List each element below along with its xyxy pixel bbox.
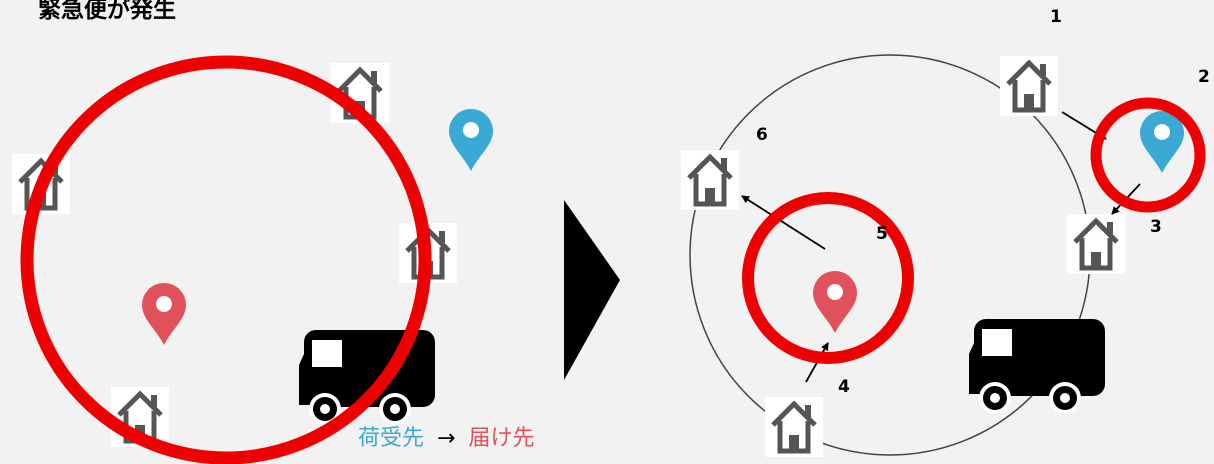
delivery-highlight-circle (742, 192, 914, 364)
step-number: 2 (1198, 67, 1210, 87)
page-title: 緊急便が発生 (38, 0, 176, 23)
legend-arrow: → (437, 426, 456, 451)
delivery-pin-icon (813, 271, 857, 333)
house-icon (1000, 56, 1058, 116)
step-number: 1 (1050, 7, 1062, 27)
pickup-highlight-circle (1090, 97, 1206, 213)
pickup-pin-icon (449, 109, 493, 171)
right-panel (681, 55, 1206, 457)
step-number: 6 (756, 125, 768, 145)
house-icon (681, 150, 739, 210)
left-panel (12, 55, 493, 464)
step-number: 4 (838, 377, 850, 397)
delivery-pin-icon (142, 283, 186, 345)
house-icon (1067, 214, 1125, 274)
legend-pickup: 荷受先 (358, 426, 425, 451)
truck-icon (969, 319, 1105, 414)
legend: 荷受先 → 届け先 (358, 420, 534, 452)
truck-icon (299, 330, 435, 425)
step-number: 3 (1150, 217, 1162, 237)
play-arrow-icon (564, 200, 620, 380)
legend-delivery: 届け先 (468, 426, 535, 451)
route-arrow (741, 195, 826, 250)
house-icon (765, 397, 823, 457)
step-number: 5 (876, 224, 888, 244)
pickup-pin-icon (1140, 111, 1184, 173)
urgent-area-circle (20, 55, 432, 464)
